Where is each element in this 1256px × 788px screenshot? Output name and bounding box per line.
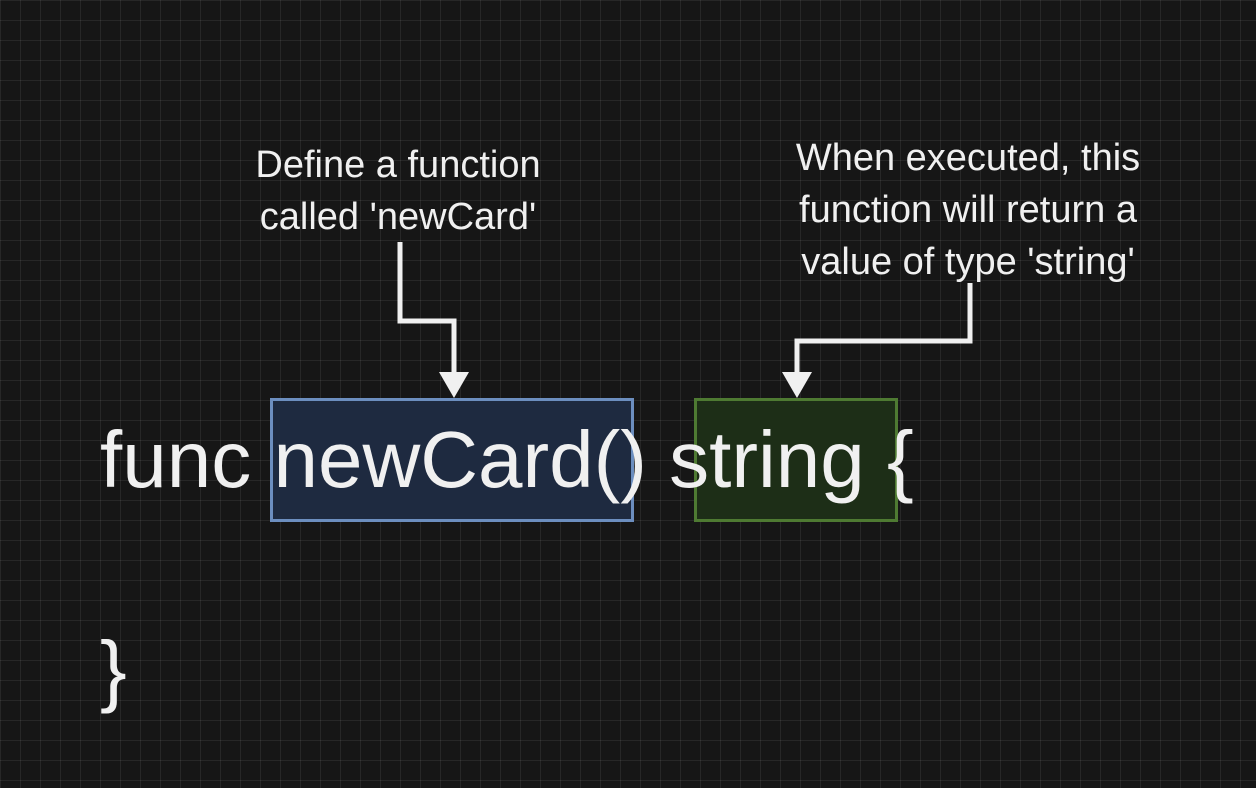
code-keyword-func: func [100,415,252,504]
arrow-to-function-name [397,242,457,376]
annotation-right-line-2: function will return a [799,189,1137,231]
code-function-name: newCard [273,415,594,504]
annotation-left-line-1: Define a function [255,144,541,186]
function-name-highlight-box [270,398,634,522]
code-line-closing: } [100,630,127,710]
arrow-to-return-type [794,283,973,376]
code-line-signature: func newCard() string { [100,420,914,500]
arrowhead-function-name-icon [439,372,469,398]
code-close-brace: } [100,625,127,714]
code-open-brace: { [886,415,914,504]
annotation-right-line-1: When executed, this [795,137,1141,179]
annotation-return-type: When executed, this function will return… [738,132,1198,288]
arrowhead-return-type-icon [782,372,812,398]
annotation-function-name: Define a function called 'newCard' [198,139,598,243]
code-parens: () [593,415,647,504]
annotation-right-line-3: value of type 'string' [801,241,1135,283]
code-return-type: string [669,415,865,504]
return-type-highlight-box [694,398,898,522]
annotation-left-line-2: called 'newCard' [259,196,537,238]
